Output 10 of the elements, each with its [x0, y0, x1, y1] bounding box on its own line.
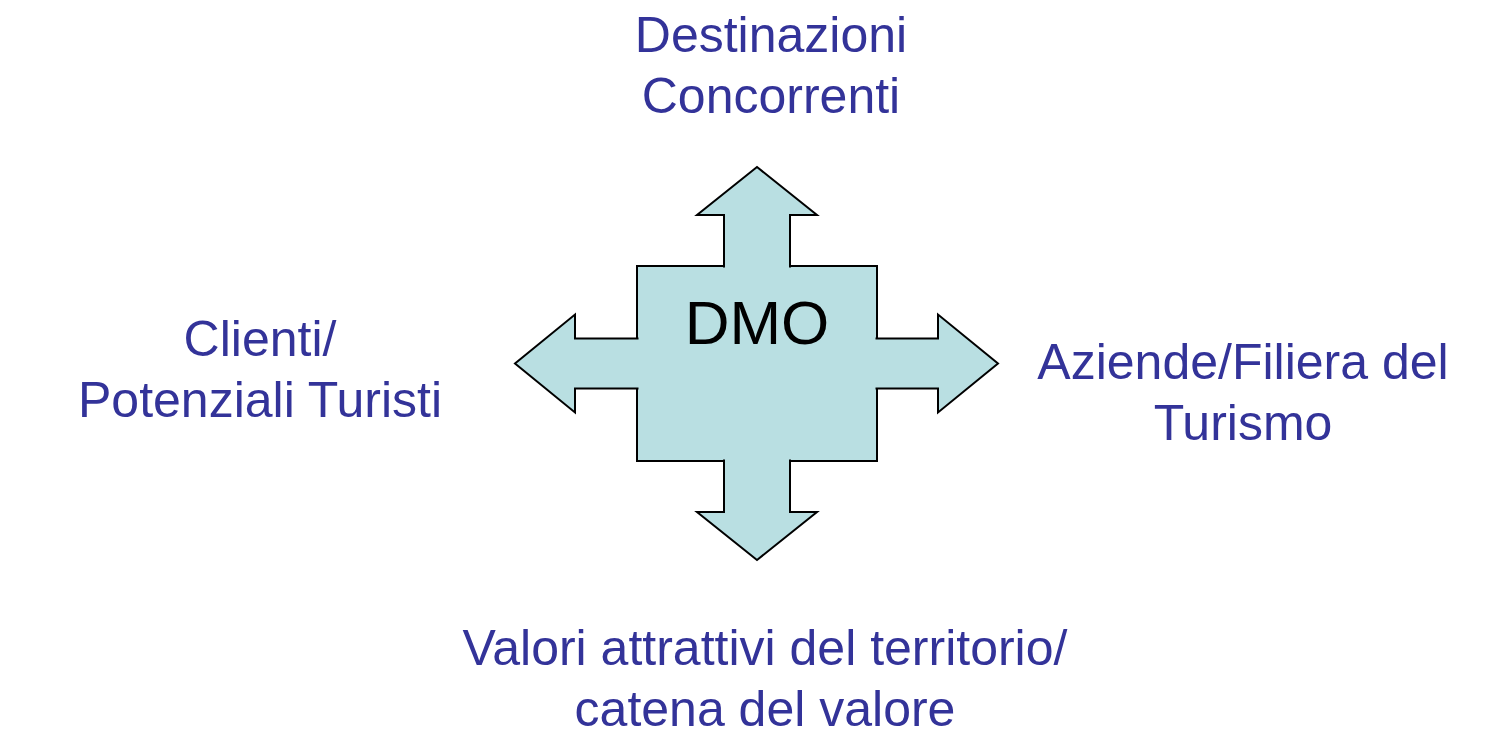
block-arrow: [874, 312, 1000, 415]
block-arrow: [513, 312, 640, 415]
cross-arrow-center-box: [636, 265, 878, 462]
stakeholder-label: Aziende/Filiera del Turismo: [1036, 333, 1450, 453]
stakeholder-label: Valori attrattivi del territorio/ catena del valore: [462, 619, 1068, 739]
stakeholder-label: Destinazioni Concorrenti: [633, 6, 909, 126]
stakeholder-label: Clienti/ Potenziali Turisti: [77, 310, 442, 430]
block-arrow: [694, 165, 820, 269]
block-arrow: [694, 458, 820, 562]
center-label: DMO: [684, 289, 830, 358]
